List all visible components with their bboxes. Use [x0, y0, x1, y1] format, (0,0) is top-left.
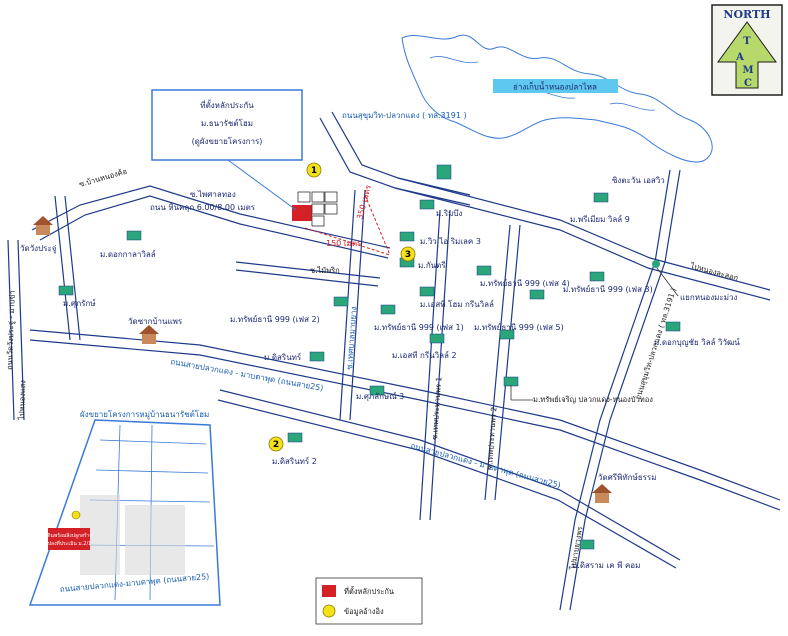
north-letter-m: M — [742, 65, 753, 76]
collateral-buildings — [297, 191, 338, 227]
callout-line1: ที่ตั้งหลักประกัน — [200, 99, 254, 110]
village-disram: ม.ดิสราม เค พี คอม — [572, 561, 640, 570]
road-soi-width: ถนน หินคลุก 6.00/8.00 เมตร — [150, 203, 256, 212]
callout-box — [151, 89, 303, 161]
village-rim-bueng: ม.ริมบึง — [436, 209, 462, 218]
legend-collateral-swatch — [322, 585, 336, 597]
road-soi-2: ซ.เทพประทานพร 1 — [430, 376, 443, 440]
road-to-nong-saeng: ไปหนองแสง — [17, 380, 27, 421]
village-st-greenville-2: ม.เอสที กรีนวิลล์ 2 — [392, 350, 457, 360]
road-soi-phaithong: ซ.ไพศาลทอง — [190, 190, 236, 199]
village-suphark: ม.ศุภรักษ์ — [63, 298, 96, 308]
village-st-home: ม.เอสที โฮม กรีนวิลล์ — [420, 299, 494, 309]
village-view-i-rimlake: ม.วิว ไอ ริมเลค 3 — [420, 237, 481, 246]
landmark-map-khaet: วัดซากบ้านแพร — [128, 317, 183, 326]
inset-plan: ผังขยายโครงการหมู่บ้านธนารัชต์โฮม ที่ดิน… — [28, 409, 221, 606]
road-soi-maiphrik: ซ.ไม้พริก — [310, 266, 340, 275]
north-letter-c: C — [744, 78, 752, 89]
village-dokbunchai: ม.ดอกบุญชัย วิลล์ วิวัฒน์ — [654, 337, 740, 347]
village-icons — [58, 192, 681, 550]
traffic-light-icon — [652, 260, 660, 268]
road-soi-1: ซ.เทศบาลมาบยาง — [345, 306, 358, 370]
callout-line3: (ดูผังขยายโครงการ) — [192, 136, 263, 147]
village-sapcharoen: ม.ทรัพย์เจริญ ปลวกแดง-หนองบัวทอง — [533, 395, 653, 404]
road-map-ta-phut-upper: ถนนสายปลวกแดง - มาบตาพุด (ถนนสาย25) — [170, 357, 324, 393]
marker-2: 2 — [273, 440, 279, 450]
distance-350: 350 เมตร — [355, 183, 373, 220]
road-sukhumvit-top: ถนนสุขุมวิท-ปลวกแดง ( ทล.3191 ) — [342, 111, 467, 120]
north-label: NORTH — [723, 8, 770, 21]
road-ban-nong-kho: ซ.บ้านหนองค้อ — [78, 167, 128, 189]
village-sapthani-3: ม.ทรัพย์ธานี 999 (เฟส 3) — [563, 284, 653, 294]
inset-collateral-note: ที่ดินพร้อมสิ่งปลูกสร้าง — [44, 532, 93, 539]
village-sapthani-5: ม.ทรัพย์ธานี 999 (เฟส 5) — [474, 322, 564, 332]
north-logo: NORTH T A M C — [711, 4, 783, 96]
village-premium-ville: ม.พรีเมียม วิลล์ 9 — [570, 214, 630, 224]
village-singtawan: ซิงตะวัน เอสวิว — [612, 176, 665, 185]
marker-3: 3 — [405, 250, 411, 260]
road-wang-prachu: ถนนวัดวังประจู่ - มาบข่า — [5, 290, 17, 370]
legend-reference-swatch — [322, 604, 336, 618]
inset-title: ผังขยายโครงการหมู่บ้านธนารัชต์โฮม — [80, 409, 209, 420]
village-disarin-2: ม.ดิสรินทร์ 2 — [272, 456, 317, 466]
inset-collateral-note2: แปลงที่ประเมิน ม.2/1 — [45, 540, 92, 547]
landmark-intersection: แยกหนองมะม่วง — [680, 293, 737, 302]
village-sapthani-1: ม.ทรัพย์ธานี 999 (เฟส 1) — [374, 322, 464, 332]
village-disarin: ม.ดิสรินทร์ — [264, 352, 302, 362]
reference-markers: 1 3 2 — [268, 162, 416, 452]
water-label: อ่างเก็บน้ำหนองปลาไหล — [513, 81, 597, 92]
road-soi-3: ซ.เทพประทานพร 2 — [485, 406, 498, 470]
legend-reference-label: ข้อมูลอ้างอิง — [344, 607, 384, 616]
callout-line2: ม.ธนารัชต์โฮม — [201, 118, 253, 128]
village-dokkala: ม.ดอกกาลาวิลล์ — [100, 249, 156, 259]
tree-icon — [436, 164, 452, 180]
marker-1: 1 — [311, 166, 317, 176]
water-label-box — [493, 79, 618, 93]
landmark-wang-prachu: วัดวังประจู่ — [20, 244, 57, 254]
village-suphalak-3: ม.ศุภลักษณ์ 3 — [356, 391, 404, 401]
landmark-temple-east: วัดศรีพิทักษ์ธรรม — [598, 472, 656, 482]
north-letter-a: A — [735, 52, 744, 63]
distance-150: 150 เมตร — [326, 239, 362, 248]
legend: ที่ตั้งหลักประกัน ข้อมูลอ้างอิง — [315, 577, 423, 625]
village-sapthani-2: ม.ทรัพย์ธานี 999 (เฟส 2) — [230, 314, 320, 324]
temple-icons — [33, 216, 612, 503]
village-kantri: ม.กันตรี — [418, 261, 446, 270]
north-letter-t: T — [743, 36, 751, 47]
collateral-location — [292, 205, 312, 221]
road-to-nong-lalok: ไปหนองละลอก — [689, 261, 740, 283]
road-network — [7, 111, 781, 611]
village-sapthani-4: ม.ทรัพย์ธานี 999 (เฟส 4) — [480, 278, 570, 288]
reservoir-outline — [401, 34, 713, 163]
legend-collateral-label: ที่ตั้งหลักประกัน — [344, 586, 394, 596]
